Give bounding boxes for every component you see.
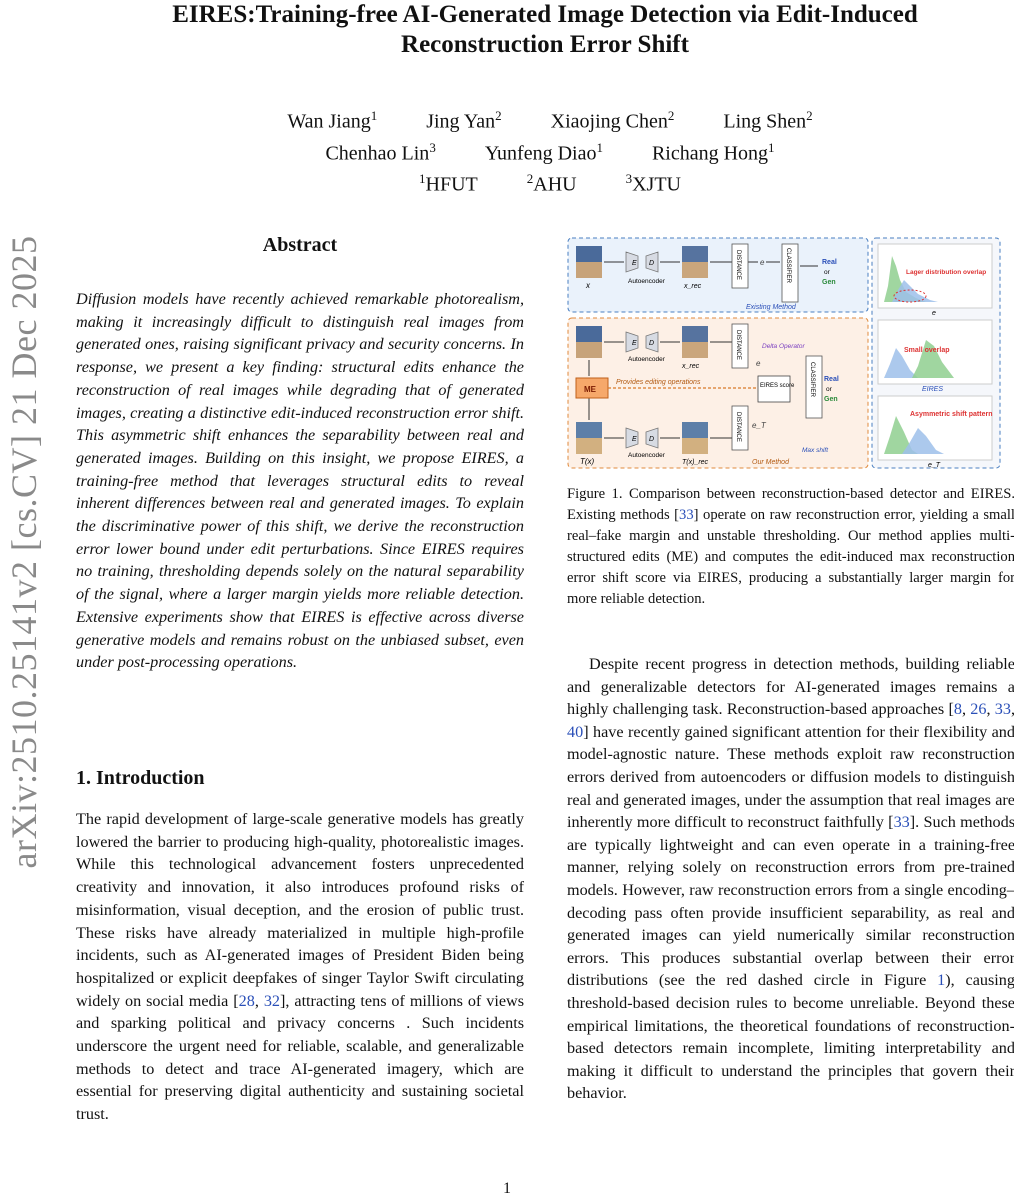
svg-text:Delta Operator: Delta Operator [762,343,805,350]
citation-link[interactable]: 40 [567,722,584,741]
svg-text:Provides editing operations: Provides editing operations [616,379,701,386]
svg-text:Small overlap: Small overlap [904,347,950,354]
intro-paragraph-2: Despite recent progress in detection met… [567,655,1014,1103]
svg-text:Real: Real [824,376,839,383]
figure-diagram: E D E D E D Autoencoder Autoencoder Auto… [567,237,1001,469]
author: Wan Jiang1 [287,108,378,133]
svg-text:e: e [756,359,761,368]
svg-text:DISTANCE: DISTANCE [735,330,741,360]
svg-text:Lager distribution overlap: Lager distribution overlap [906,269,986,276]
svg-text:ME: ME [584,385,597,394]
histogram-panel-bottom: Asymmetric shift pattern e_T [877,395,993,469]
svg-text:Autoencoder: Autoencoder [628,452,666,459]
affiliation: 3XJTU [625,171,681,196]
svg-text:Existing Method: Existing Method [746,304,797,311]
citation-link[interactable]: 26 [970,700,987,719]
affiliation-row: 1HFUT 2AHU 3XJTU [150,166,950,198]
author: Xiaojing Chen2 [550,108,675,133]
svg-text:CLASSIFIER: CLASSIFIER [785,248,791,284]
citation-link[interactable]: 32 [263,991,281,1010]
abstract-text: Diffusion models have recently achieved … [76,290,524,672]
author: Ling Shen2 [723,108,813,133]
svg-text:Max shift: Max shift [802,447,829,454]
svg-text:x_rec: x_rec [681,363,700,370]
svg-text:DISTANCE: DISTANCE [735,412,741,442]
svg-text:Autoencoder: Autoencoder [628,278,666,285]
title-line-2: Reconstruction Error Shift [401,31,689,58]
page-number: 1 [503,1180,511,1197]
svg-text:D: D [649,436,654,443]
svg-text:Our Method: Our Method [752,459,790,466]
citation-link[interactable]: 33 [893,813,910,832]
svg-text:e_T: e_T [928,462,941,469]
histogram-panel-middle: Small overlap EIRES [877,319,993,393]
svg-text:or: or [824,269,831,276]
affiliation: 1HFUT [419,171,478,196]
author: Yunfeng Diao1 [484,139,603,165]
author: Chenhao Lin3 [325,139,436,165]
svg-text:E: E [632,340,637,347]
svg-text:D: D [649,340,654,347]
figure-1: E D E D E D Autoencoder Autoencoder Auto… [566,236,1011,470]
svg-text:CLASSIFIER: CLASSIFIER [809,362,815,398]
abstract-heading: Abstract [262,234,338,256]
paper-title: EIRES:Training-free AI-Generated Image D… [110,0,980,60]
author-block: Wan Jiang1 Jing Yan2 Xiaojing Chen2 Ling… [150,103,950,198]
author-row-1: Wan Jiang1 Jing Yan2 Xiaojing Chen2 Ling… [150,103,950,135]
svg-text:E: E [632,260,637,267]
citation-link[interactable]: 33 [679,507,694,523]
svg-text:EIRES: EIRES [922,386,943,393]
arxiv-stamp: arXiv:2510.25141v2 [cs.CV] 21 Dec 2025 [4,235,44,869]
figure-reference-link[interactable]: 1 [937,971,946,990]
citation-link[interactable]: 28 [238,991,255,1010]
citation-link[interactable]: 33 [994,700,1011,719]
citation-link[interactable]: 8 [953,700,962,719]
svg-text:x: x [585,281,591,290]
author: Jing Yan2 [426,108,502,133]
figure-caption: Figure 1. Comparison between reconstruct… [567,486,1014,607]
author-row-2: Chenhao Lin3 Yunfeng Diao1 Richang Hong1 [150,135,950,167]
svg-text:EIRES score: EIRES score [760,383,795,389]
svg-text:E: E [632,436,637,443]
author: Richang Hong1 [651,139,775,165]
input-image-thumbnail [576,246,708,454]
histogram-panel-top: Lager distribution overlap e [877,243,993,317]
section-heading-introduction: 1. Introduction [76,767,205,789]
svg-text:T(x): T(x) [580,457,595,466]
svg-text:Real: Real [822,259,837,266]
svg-text:Gen: Gen [824,396,838,403]
intro-paragraph-1: The rapid development of large-scale gen… [76,810,525,1124]
title-line-1: EIRES:Training-free AI-Generated Image D… [172,1,918,28]
svg-text:Gen: Gen [822,279,836,286]
svg-text:x_rec: x_rec [683,283,702,290]
svg-text:or: or [826,386,833,393]
svg-text:e: e [760,258,765,267]
eires-score-box [757,375,791,403]
svg-text:Autoencoder: Autoencoder [628,356,666,363]
svg-text:Asymmetric shift pattern: Asymmetric shift pattern [910,411,992,418]
svg-text:e: e [932,310,936,317]
svg-text:D: D [649,260,654,267]
svg-text:e_T: e_T [752,421,767,430]
svg-text:T(x)_rec: T(x)_rec [682,459,709,466]
svg-text:DISTANCE: DISTANCE [735,250,741,280]
affiliation: 2AHU [526,171,577,196]
